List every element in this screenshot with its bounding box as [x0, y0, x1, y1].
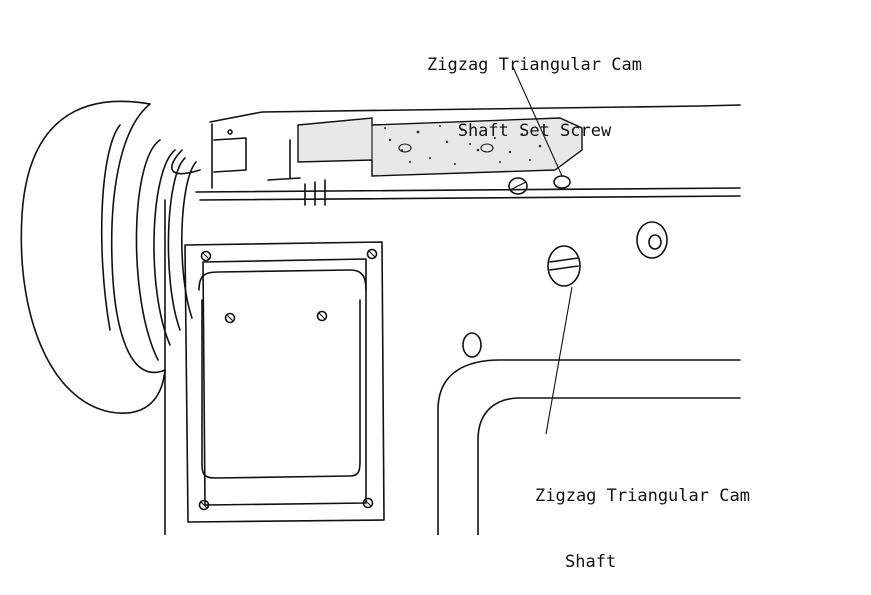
cam-shaft-end: [547, 245, 581, 287]
label-cam-shaft-line1: Zigzag Triangular Cam: [535, 486, 750, 506]
label-cam-shaft-line2: Shaft: [565, 552, 617, 572]
side-fitting: [462, 221, 668, 358]
leader-line-cam-shaft: [545, 286, 573, 435]
label-set-screw-line2: Shaft Set Screw: [457, 121, 612, 141]
machine-top-bed: [195, 104, 741, 206]
handwheel: [20, 100, 201, 414]
label-set-screw: Zigzag Triangular Cam Shaft Set Screw: [427, 10, 642, 164]
set-screw-top: [508, 175, 571, 195]
label-cam-shaft: Zigzag Triangular Cam Shaft: [535, 441, 750, 595]
sewing-machine-diagram: [20, 66, 741, 535]
machine-front-face: [164, 199, 741, 535]
access-cover: [184, 241, 385, 523]
slide-plate: [297, 117, 583, 177]
label-set-screw-line1: Zigzag Triangular Cam: [427, 55, 642, 75]
leader-line-set-screw: [512, 66, 563, 177]
